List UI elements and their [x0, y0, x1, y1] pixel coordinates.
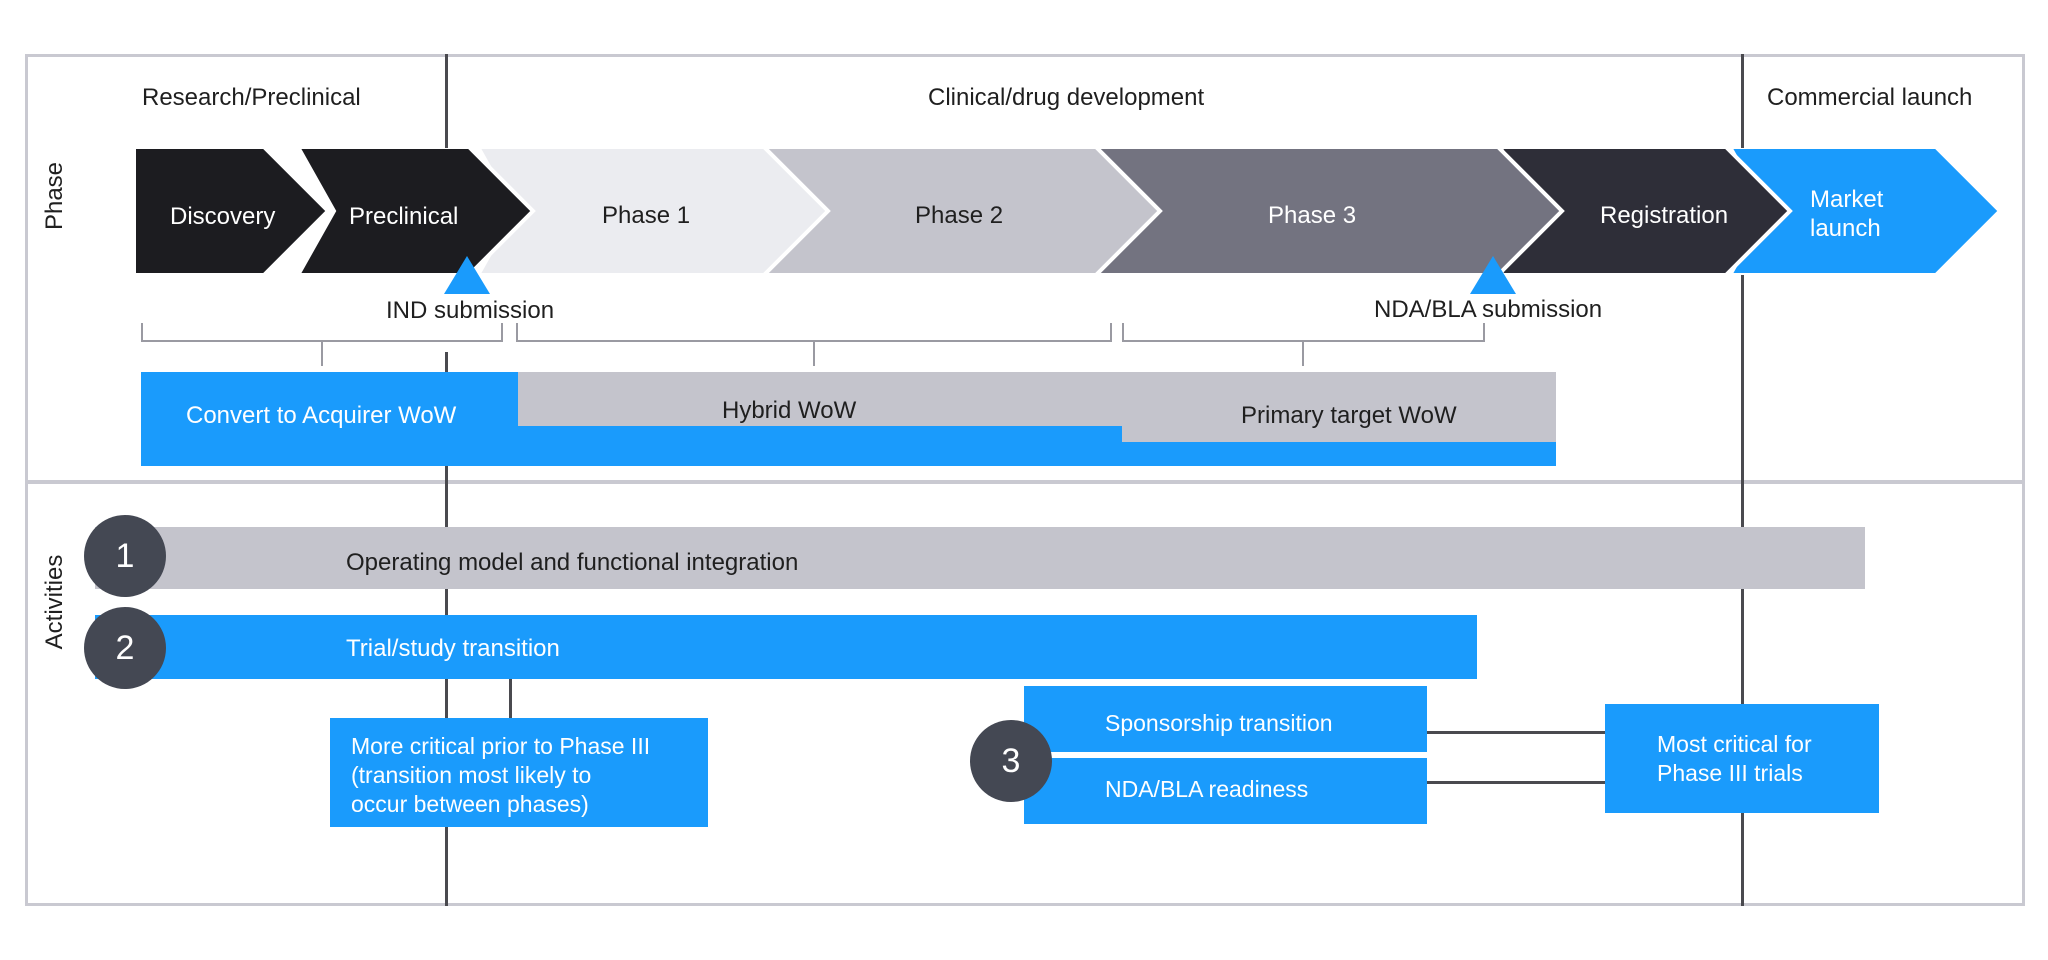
bracket-target-tick [1302, 342, 1304, 366]
wow-label-hybrid: Hybrid WoW [722, 397, 857, 424]
header-clinical: Clinical/drug development [928, 84, 1205, 111]
box-sponsorship-label: Sponsorship transition [1105, 710, 1333, 736]
wow-band-gray-hybrid [518, 372, 1123, 426]
bracket-acquirer-tick [321, 342, 323, 366]
connector-activity2-box [509, 679, 512, 719]
phase-label-preclinical: Preclinical [349, 203, 459, 230]
divider-clinical-commercial-lower [1741, 275, 1744, 906]
activity-label-2: Trial/study transition [346, 635, 560, 662]
activity-number-1: 1 [84, 515, 166, 597]
wow-label-acquirer: Convert to Acquirer WoW [186, 402, 457, 429]
section-divider [25, 480, 2025, 484]
phase-label-phase2: Phase 2 [915, 202, 1004, 229]
bracket-target [1122, 323, 1485, 342]
milestone-label-ind: IND submission [386, 297, 555, 324]
note-critical-line1: Most critical for [1657, 731, 1812, 757]
note-box-critical-phase3: Most critical for Phase III trials [1605, 704, 1879, 813]
wow-label-target: Primary target WoW [1241, 402, 1457, 429]
chevron-discovery [132, 145, 331, 277]
phase-label-phase3: Phase 3 [1268, 202, 1357, 229]
divider-preclinical-clinical [445, 54, 448, 148]
header-research: Research/Preclinical [142, 84, 361, 111]
bracket-hybrid [516, 323, 1112, 342]
milestone-label-nda: NDA/BLA submission [1374, 296, 1603, 323]
milestone-triangle-ind [444, 256, 490, 294]
note-prior-line2: (transition most likely to [351, 762, 592, 788]
activity-bar-2 [95, 615, 1477, 679]
bracket-acquirer [141, 323, 503, 342]
activity-label-1: Operating model and functional integrati… [346, 549, 799, 576]
phase-label-market-line1: Market [1810, 186, 1884, 213]
activity-number-3: 3 [970, 720, 1052, 802]
wow-band-gray-target [1122, 372, 1556, 442]
activity-bar-1 [95, 527, 1865, 589]
header-commercial: Commercial launch [1767, 84, 1973, 111]
note-box-prior-phase3: More critical prior to Phase III (transi… [330, 718, 708, 827]
note-prior-line1: More critical prior to Phase III [351, 733, 651, 759]
milestone-triangle-nda [1470, 256, 1516, 294]
divider-clinical-commercial [1741, 54, 1744, 148]
note-critical-line2: Phase III trials [1657, 760, 1803, 786]
box-sponsorship-transition: Sponsorship transition [1024, 686, 1427, 752]
note-prior-line3: occur between phases) [351, 791, 589, 817]
box-nda-readiness-label: NDA/BLA readiness [1105, 776, 1309, 802]
phase-label-registration: Registration [1600, 202, 1729, 229]
side-label-activities: Activities [41, 554, 68, 650]
bracket-hybrid-tick [813, 342, 815, 366]
phase-chevrons [132, 145, 2003, 277]
phase-label-phase1: Phase 1 [602, 202, 691, 229]
phase-label-market-line2: launch [1810, 215, 1881, 242]
activity-number-2: 2 [84, 607, 166, 689]
connector-nda-critical [1427, 781, 1605, 784]
phase-label-discovery: Discovery [170, 203, 276, 230]
connector-sponsorship-critical [1427, 731, 1605, 734]
box-nda-readiness: NDA/BLA readiness [1024, 758, 1427, 824]
